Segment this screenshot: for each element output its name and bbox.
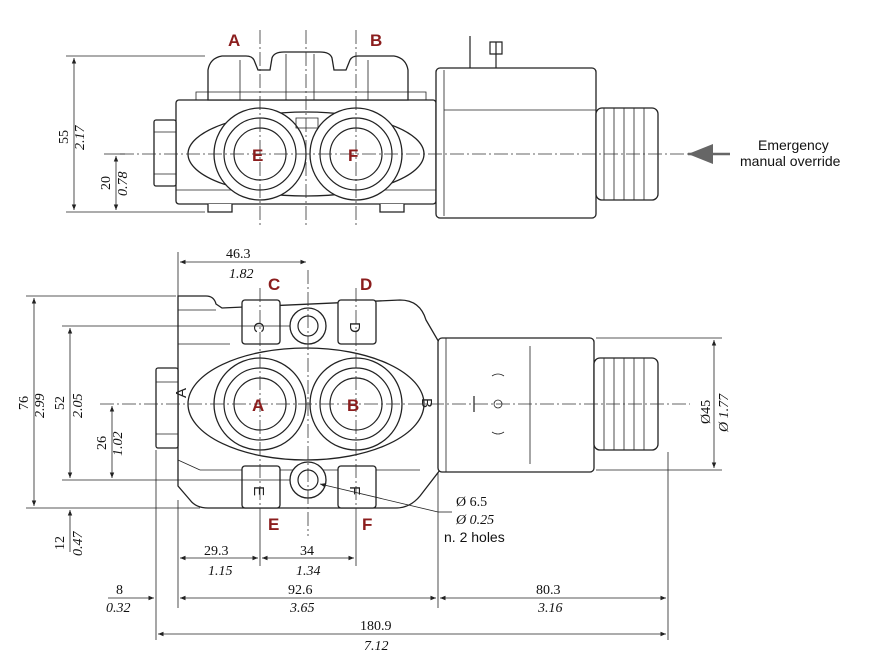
dim-top-axis-mm: 20 (99, 176, 114, 190)
stamp-b: B (418, 398, 435, 408)
dim-bottom-mm: 12 (53, 536, 68, 550)
top-coil (435, 67, 597, 219)
dim-total-in: 7.12 (364, 639, 389, 654)
front-coil (437, 337, 595, 473)
dim-coil-in: 3.16 (537, 601, 563, 616)
dim-axis-mm: 26 (95, 436, 110, 450)
dim-bottom-in: 0.47 (71, 531, 86, 557)
hole-dia-mm: Ø 6.5 (456, 495, 487, 510)
dim-left-in: 0.32 (106, 601, 131, 616)
port-label-e: E (268, 515, 279, 534)
port-label-a-top: A (228, 31, 240, 50)
dim-coil-mm: 80.3 (536, 583, 561, 598)
dim-coil-dia-mm: Ø45 (699, 400, 714, 424)
override-note-line1: Emergency (758, 137, 829, 153)
dim-top-height-mm: 55 (57, 130, 72, 144)
dim-body-mm: 92.6 (288, 583, 313, 598)
stamp-c: C (250, 322, 267, 333)
hole-dia-in: Ø 0.25 (455, 513, 494, 528)
dim-hole-spacing-in: 1.34 (296, 564, 321, 579)
stamp-e: E (250, 486, 267, 496)
front-view (26, 252, 722, 640)
top-bosses (207, 51, 409, 101)
hole-count: n. 2 holes (444, 529, 505, 545)
dim-hole-spacing-mm: 34 (300, 544, 314, 559)
port-label-a: A (252, 396, 264, 415)
port-label-e-top: E (252, 146, 263, 165)
dim-ports-x-in: 1.82 (229, 267, 254, 282)
stamp-f: F (346, 486, 363, 495)
top-view (66, 30, 730, 228)
dim-axis-in: 1.02 (111, 432, 126, 457)
dim-top-axis-in: 0.78 (116, 172, 131, 197)
port-label-f: F (362, 515, 372, 534)
dim-body-in: 3.65 (289, 601, 315, 616)
port-label-b-top: B (370, 31, 382, 50)
dim-total-mm: 180.9 (360, 619, 392, 634)
override-note-line2: manual override (740, 153, 841, 169)
dim-front-height-in: 2.99 (33, 394, 48, 419)
dim-holes-mm: 52 (53, 396, 68, 410)
dim-hole1-mm: 29.3 (204, 544, 229, 559)
dim-coil-dia-in: Ø 1.77 (717, 393, 732, 433)
front-left-fitting (155, 367, 179, 449)
stamp-d: D (346, 322, 363, 333)
port-label-f-top: F (348, 146, 358, 165)
port-label-d: D (360, 275, 372, 294)
dim-hole1-in: 1.15 (208, 564, 233, 579)
dim-top-height-in: 2.17 (73, 125, 88, 151)
dim-left-mm: 8 (116, 583, 123, 598)
top-left-fitting (153, 119, 177, 187)
port-label-c: C (268, 275, 280, 294)
dim-ports-x-mm: 46.3 (226, 247, 251, 262)
dim-holes-in: 2.05 (71, 394, 86, 419)
port-label-b: B (347, 396, 359, 415)
dim-front-height-mm: 76 (17, 396, 32, 410)
stamp-a: A (173, 388, 190, 398)
